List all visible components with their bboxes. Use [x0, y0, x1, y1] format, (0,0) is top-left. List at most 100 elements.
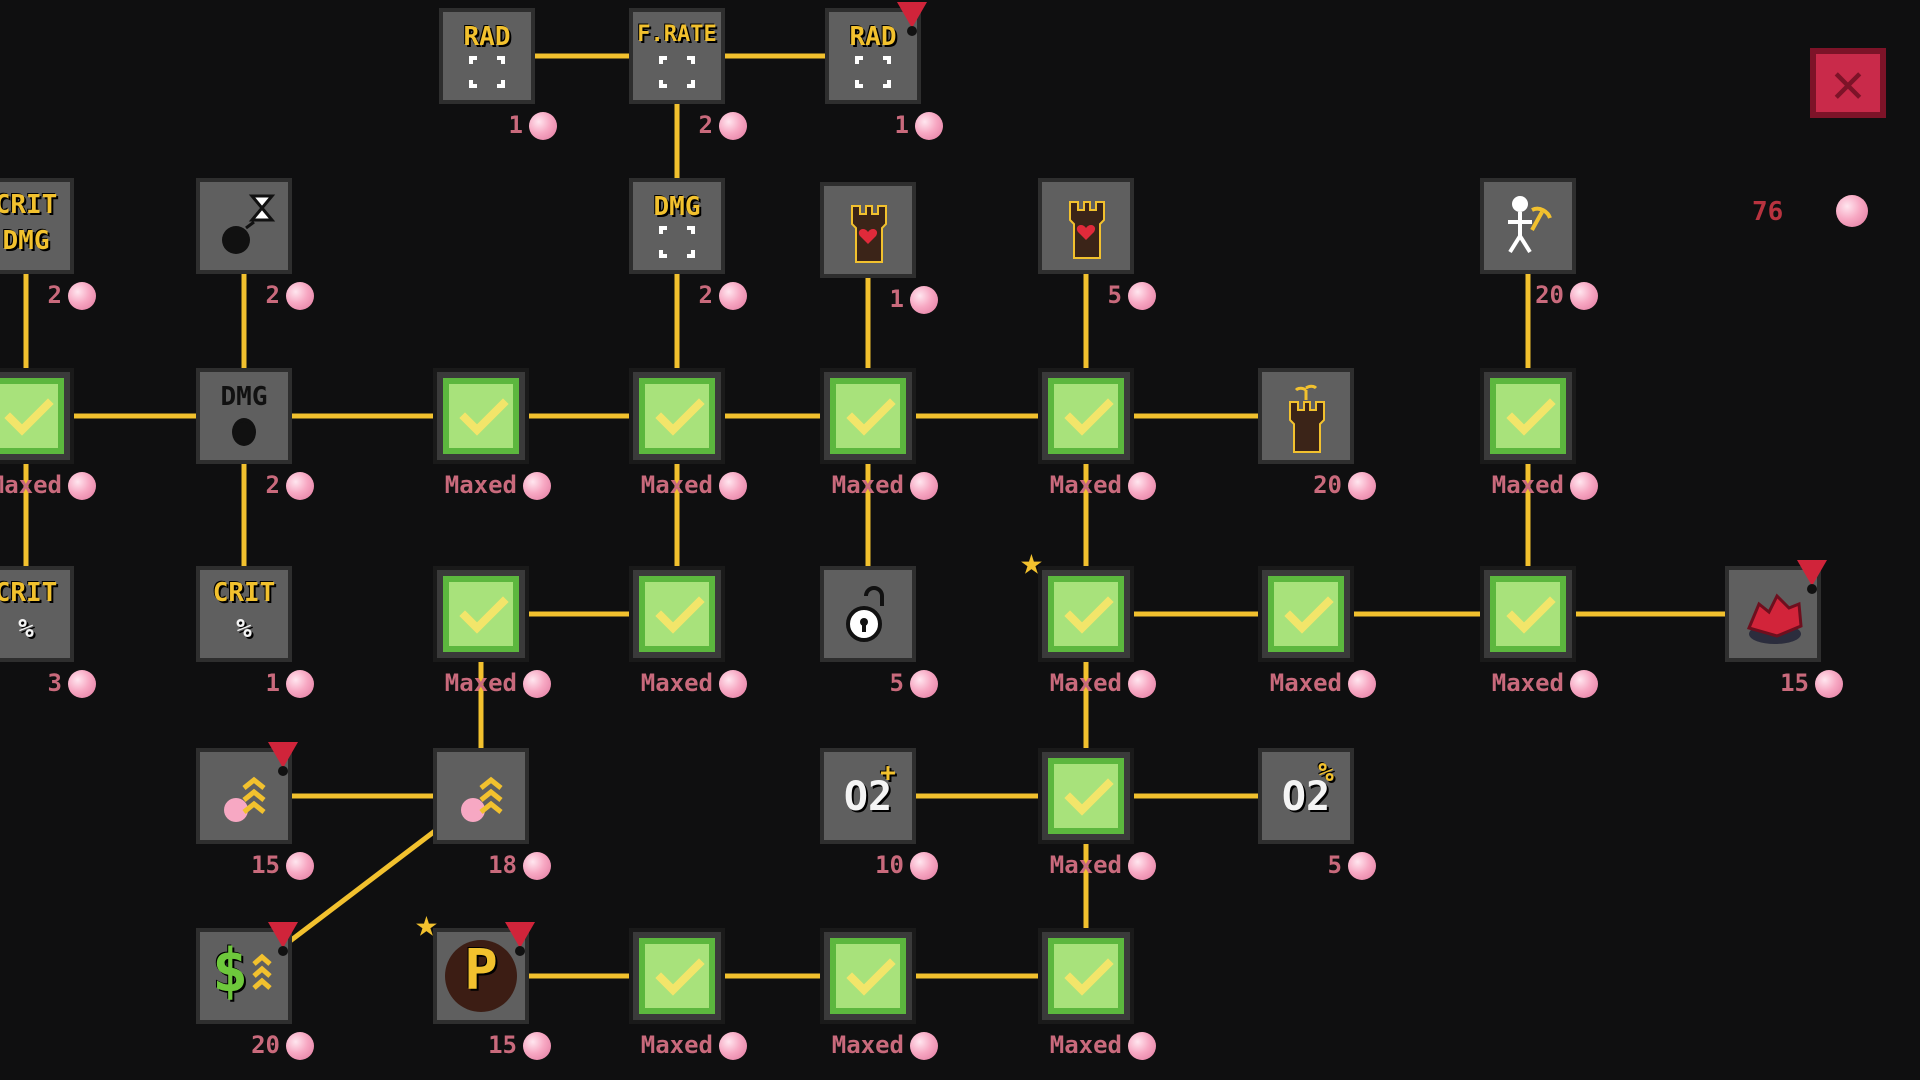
cost-label: 18 [381, 848, 551, 882]
cost-value: Maxed [640, 669, 713, 697]
skill-node-maxed-r2c2[interactable] [433, 368, 529, 464]
currency-orb-icon [1570, 670, 1598, 698]
skill-node-crit-pct-1[interactable]: CRIT% [0, 566, 74, 662]
skill-node-frate[interactable]: F.RATE [629, 8, 725, 104]
skill-node-rad-1[interactable]: RAD [439, 8, 535, 104]
skill-node-crit-dmg[interactable]: CRIT DMG [0, 178, 74, 274]
cost-value: 2 [265, 471, 280, 499]
cost-value: Maxed [1269, 669, 1342, 697]
skill-node-crit-pct-2[interactable]: CRIT% [196, 566, 292, 662]
skill-node-tower-heart-1[interactable] [820, 182, 916, 278]
skill-node-sublabel: DMG [2, 226, 50, 256]
alert-marker-icon [505, 922, 535, 956]
skill-node-o2-pct[interactable]: O2% [1258, 748, 1354, 844]
skill-node-maxed-r5c5[interactable] [1038, 928, 1134, 1024]
currency-orb-icon [1815, 670, 1843, 698]
skill-node-o2-plus[interactable]: O2+ [820, 748, 916, 844]
skill-node-maxed-r3c6[interactable] [1258, 566, 1354, 662]
skill-node-maxed-r5c4[interactable] [820, 928, 916, 1024]
cost-label: 1 [387, 108, 557, 142]
skill-node-maxed-r3c3[interactable] [629, 566, 725, 662]
alert-marker-icon [268, 742, 298, 776]
maxed-checkmark-icon [443, 378, 519, 454]
skill-node-maxed-r3c7[interactable] [1480, 566, 1576, 662]
cost-value: Maxed [831, 471, 904, 499]
maxed-label: Maxed [381, 468, 551, 502]
skill-node-maxed-r2c7[interactable] [1480, 368, 1576, 464]
currency-orb-icon [523, 670, 551, 698]
cost-value: 15 [251, 851, 280, 879]
maxed-checkmark-icon [1048, 758, 1124, 834]
tower-heart-icon [824, 186, 912, 274]
miner-pickaxe-icon [1484, 182, 1572, 270]
currency-orb-icon [1348, 472, 1376, 500]
currency-orb-icon [910, 852, 938, 880]
cost-label: 2 [577, 108, 747, 142]
currency-orb-icon [1128, 282, 1156, 310]
skill-node-sublabel: % [1318, 758, 1334, 788]
skill-node-rad-2[interactable]: RAD [825, 2, 927, 104]
maxed-label: Maxed [986, 1028, 1156, 1062]
skill-node-maxed-r2c0[interactable] [0, 368, 74, 464]
skill-node-miner[interactable] [1480, 178, 1576, 274]
maxed-label: Maxed [768, 468, 938, 502]
currency-orb-icon [719, 282, 747, 310]
orb-chevron-up-icon [200, 752, 288, 840]
currency-orb-icon [910, 670, 938, 698]
skill-node-orb-upgrade-2[interactable] [433, 748, 529, 844]
skill-node-tower-heart-2[interactable] [1038, 178, 1134, 274]
fire-rate-icon [633, 12, 721, 100]
skill-node-p-coin[interactable]: P★ [415, 904, 535, 1024]
skill-node-maxed-r3c5[interactable]: ★ [1020, 542, 1134, 662]
skill-node-maxed-r3c2[interactable] [433, 566, 529, 662]
skill-node-label: CRIT [0, 190, 58, 220]
currency-orb-icon [1128, 670, 1156, 698]
cost-value: Maxed [1049, 1031, 1122, 1059]
p-coin-icon [437, 932, 525, 1020]
skill-node-maxed-r2c4[interactable] [820, 368, 916, 464]
currency-orb-icon [1128, 852, 1156, 880]
maxed-label: Maxed [1206, 666, 1376, 700]
currency-orb-icon [286, 670, 314, 698]
skill-node-label: RAD [849, 22, 897, 52]
skill-node-money-upgrade[interactable]: $ [196, 922, 298, 1024]
maxed-checkmark-icon [1268, 576, 1344, 652]
skill-node-tower-plant[interactable] [1258, 368, 1354, 464]
cost-value: Maxed [1049, 669, 1122, 697]
cost-label: 15 [144, 848, 314, 882]
currency-orb-icon [1570, 282, 1598, 310]
cost-label: 2 [144, 468, 314, 502]
cost-label: 1 [773, 108, 943, 142]
cost-value: 2 [698, 281, 713, 309]
skill-node-maxed-r2c5[interactable] [1038, 368, 1134, 464]
currency-orb-icon [68, 472, 96, 500]
currency-orb-icon [1348, 852, 1376, 880]
cost-value: Maxed [1049, 851, 1122, 879]
maxed-label: Maxed [1428, 666, 1598, 700]
skill-node-orb-upgrade-1[interactable] [196, 742, 298, 844]
skill-node-label: CRIT [0, 578, 58, 608]
currency-orb-icon [910, 286, 938, 314]
tower-heart-icon [1042, 182, 1130, 270]
radius-icon [443, 12, 531, 100]
cost-label: 20 [144, 1028, 314, 1062]
maxed-label: Maxed [768, 1028, 938, 1062]
currency-orb-icon [523, 472, 551, 500]
skill-node-maxed-r4c5[interactable] [1038, 748, 1134, 844]
skill-node-label: DMG [653, 192, 701, 222]
skill-node-dmg-upgrade[interactable]: DMG [629, 178, 725, 274]
alert-marker-icon [897, 2, 927, 36]
skill-node-maxed-r5c3[interactable] [629, 928, 725, 1024]
skill-node-maxed-r2c3[interactable] [629, 368, 725, 464]
cost-value: Maxed [1491, 669, 1564, 697]
close-button[interactable]: ✕ [1810, 48, 1886, 118]
skill-node-unlock-bomb[interactable] [820, 566, 916, 662]
cost-value: 5 [889, 669, 904, 697]
skill-node-bomb-timer[interactable] [196, 178, 292, 274]
skill-node-dmg-bomb[interactable]: DMG● [196, 368, 292, 464]
cost-value: Maxed [1491, 471, 1564, 499]
maxed-label: Maxed [577, 1028, 747, 1062]
currency-orb-icon [286, 282, 314, 310]
skill-node-crystals[interactable] [1725, 560, 1827, 662]
